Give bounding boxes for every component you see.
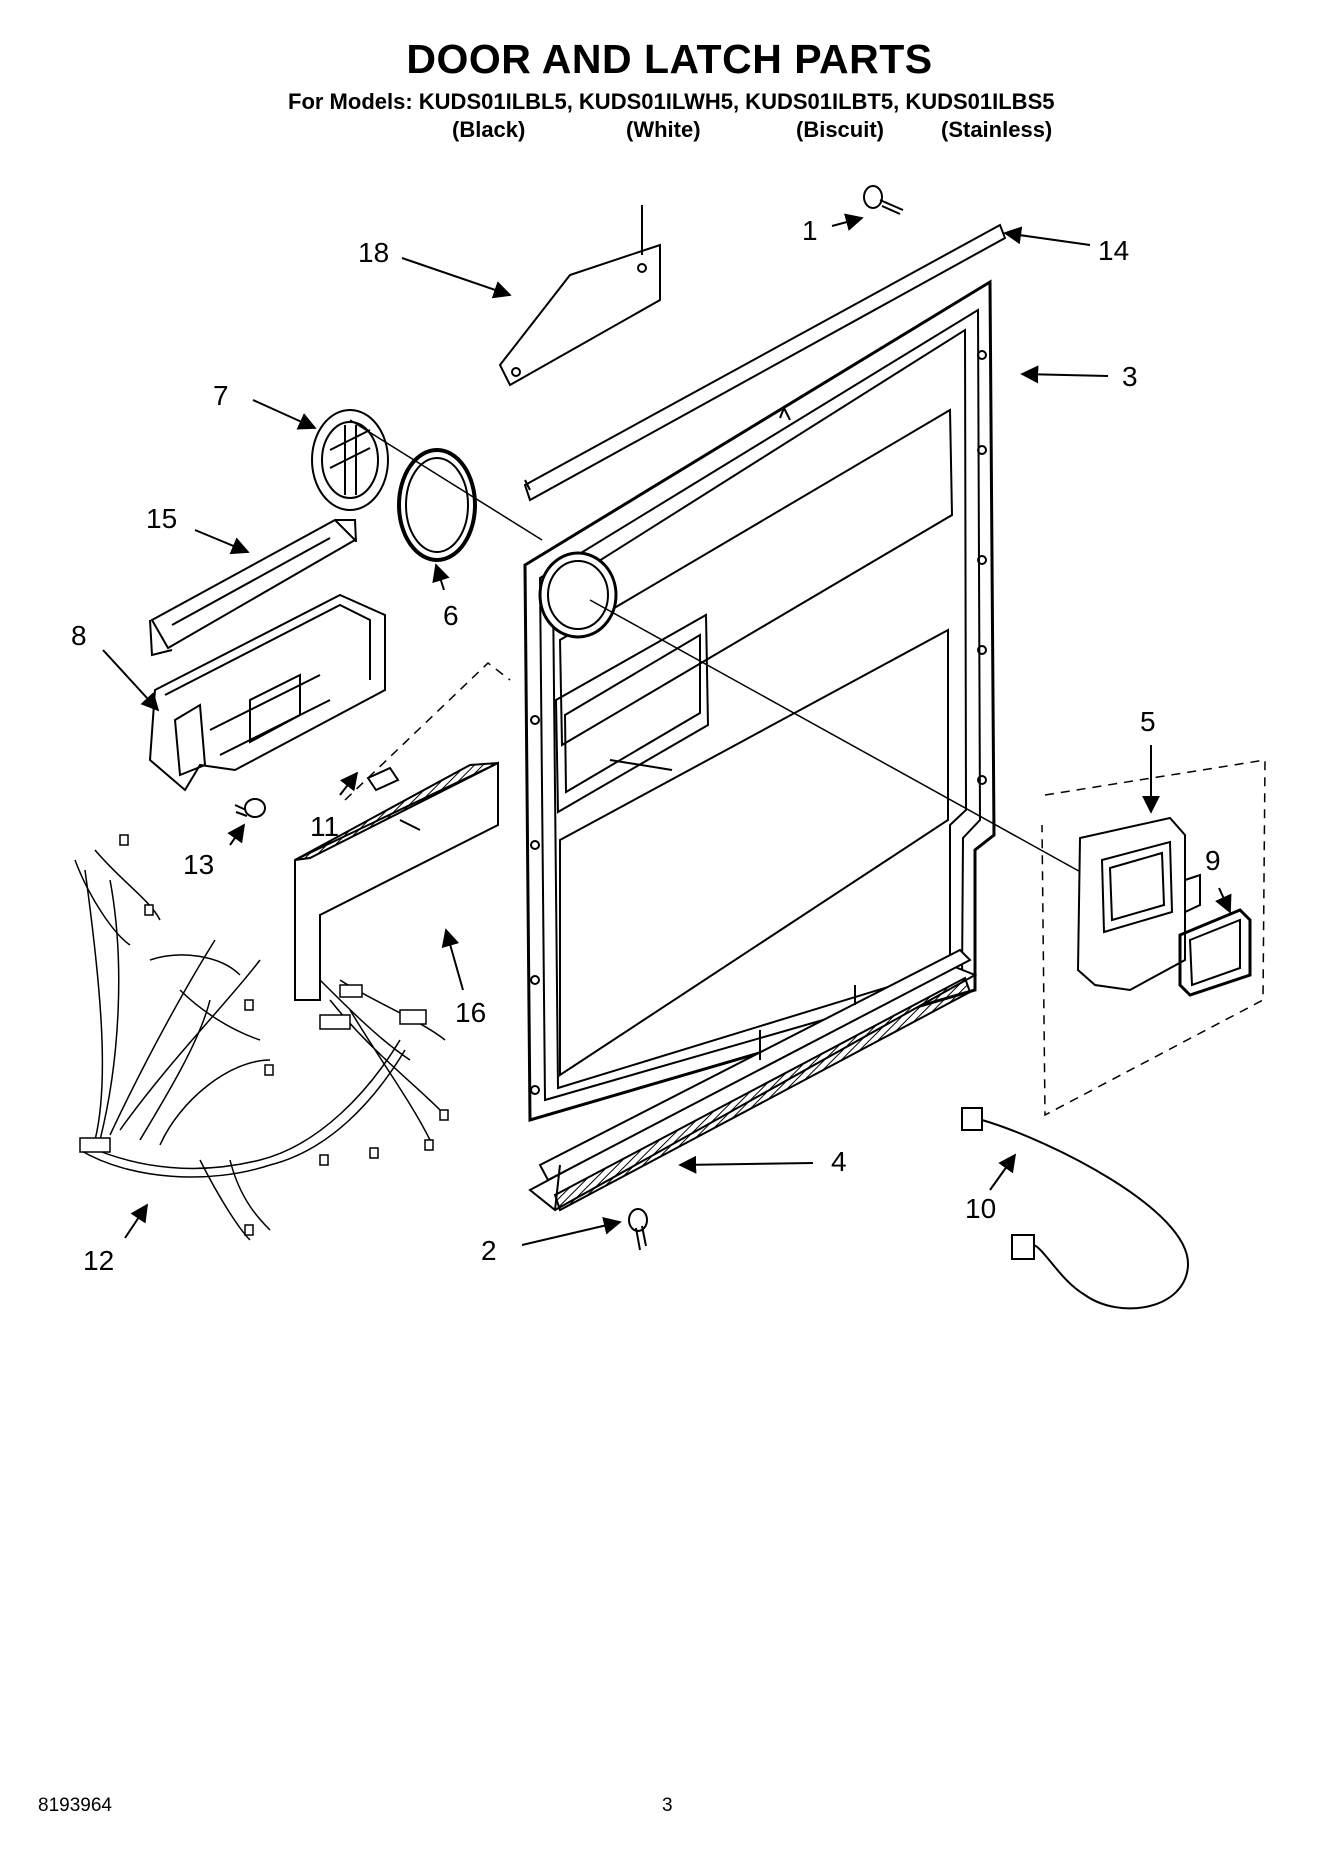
callout-2: 2 xyxy=(481,1235,497,1266)
harness-connector xyxy=(339,984,363,998)
harness-connector xyxy=(79,1137,111,1153)
color-label-biscuit: (Biscuit) xyxy=(796,117,884,142)
arrow-8 xyxy=(102,649,160,712)
door-screw-hole xyxy=(530,715,540,725)
callout-9: 9 xyxy=(1205,845,1221,876)
callout-8: 8 xyxy=(71,620,87,651)
harness-connector xyxy=(319,1014,351,1030)
insulation-pad xyxy=(498,205,661,387)
bottom-trim-strip xyxy=(528,948,978,1212)
callout-12: 12 xyxy=(83,1245,114,1276)
arrow-18 xyxy=(401,257,512,299)
arrow-1 xyxy=(831,213,864,231)
harness-connector xyxy=(439,1109,449,1121)
dispenser-wire-harness xyxy=(961,1107,1190,1310)
harness-connector xyxy=(119,834,129,846)
door-screw-hole xyxy=(977,645,987,655)
page-title: DOOR AND LATCH PARTS xyxy=(406,36,933,82)
models-line: For Models: KUDS01ILBL5, KUDS01ILWH5, KU… xyxy=(288,89,1055,114)
callout-1: 1 xyxy=(802,215,818,246)
door-screw-hole xyxy=(977,555,987,565)
arrow-12 xyxy=(124,1203,148,1239)
color-label-black: (Black) xyxy=(452,117,526,142)
arrow-4 xyxy=(678,1155,814,1174)
callout-5: 5 xyxy=(1140,706,1156,737)
door-screw-hole xyxy=(530,975,540,985)
arrow-11 xyxy=(339,771,359,796)
arrow-2 xyxy=(521,1216,622,1246)
main-wire-harness xyxy=(74,834,449,1241)
callout-4: 4 xyxy=(831,1146,847,1177)
callout-14: 14 xyxy=(1098,235,1129,266)
color-label-stainless: (Stainless) xyxy=(941,117,1053,142)
latch-screw xyxy=(234,798,266,818)
harness-connector xyxy=(399,1009,427,1025)
arrow-10 xyxy=(989,1153,1017,1191)
door-screw-hole xyxy=(977,775,987,785)
door-screw-hole xyxy=(977,350,987,360)
vent-gasket-ring xyxy=(397,448,477,562)
harness-connector xyxy=(319,1154,329,1166)
harness-connector xyxy=(264,1064,274,1076)
dispenser-gasket xyxy=(1178,908,1252,997)
callout-11: 11 xyxy=(310,811,339,842)
dashed-box-part-5 xyxy=(1041,759,1266,1117)
callout-3: 3 xyxy=(1122,361,1138,392)
harness-connector xyxy=(244,999,254,1011)
insulation-strip xyxy=(294,761,499,1001)
top-screw xyxy=(863,185,904,215)
footer-page-number: 3 xyxy=(662,1795,673,1816)
leader-vent-to-door xyxy=(349,419,543,541)
arrow-7 xyxy=(252,399,317,430)
color-label-white: (White) xyxy=(626,117,701,142)
latch-handle-bracket xyxy=(149,518,357,657)
callout-10: 10 xyxy=(965,1193,996,1224)
callout-15: 15 xyxy=(146,503,177,534)
arrow-13 xyxy=(227,823,246,846)
door-screw-hole xyxy=(530,1085,540,1095)
vent-cap xyxy=(311,409,389,511)
harness-connector xyxy=(424,1139,434,1151)
harness-connector-top xyxy=(961,1107,983,1131)
callout-arrows xyxy=(102,213,1232,1246)
harness-connector xyxy=(369,1147,379,1159)
arrow-9 xyxy=(1215,887,1232,914)
harness-connector-bottom xyxy=(1011,1234,1035,1260)
latch-clip xyxy=(366,766,400,792)
bottom-screw xyxy=(628,1208,648,1251)
dispenser-assembly xyxy=(1076,816,1201,992)
arrow-16 xyxy=(441,928,464,991)
arrow-15 xyxy=(194,529,250,555)
door-screw-hole xyxy=(530,840,540,850)
callout-6: 6 xyxy=(443,600,459,631)
footer-part-number: 8193964 xyxy=(38,1795,112,1816)
door-latch-assembly xyxy=(148,593,386,792)
harness-connector xyxy=(144,904,154,916)
harness-connector xyxy=(244,1224,254,1236)
arrow-14 xyxy=(1003,226,1091,246)
dashed-lead-line-latch xyxy=(344,662,511,801)
arrow-3 xyxy=(1020,365,1109,384)
callout-18: 18 xyxy=(358,237,389,268)
callout-16: 16 xyxy=(455,997,486,1028)
leader-door-to-dispenser xyxy=(589,599,1096,881)
inner-door-panel xyxy=(523,279,996,1122)
callout-7: 7 xyxy=(213,380,229,411)
door-screw-hole xyxy=(977,445,987,455)
arrow-6 xyxy=(432,563,450,591)
callout-13: 13 xyxy=(183,849,214,880)
